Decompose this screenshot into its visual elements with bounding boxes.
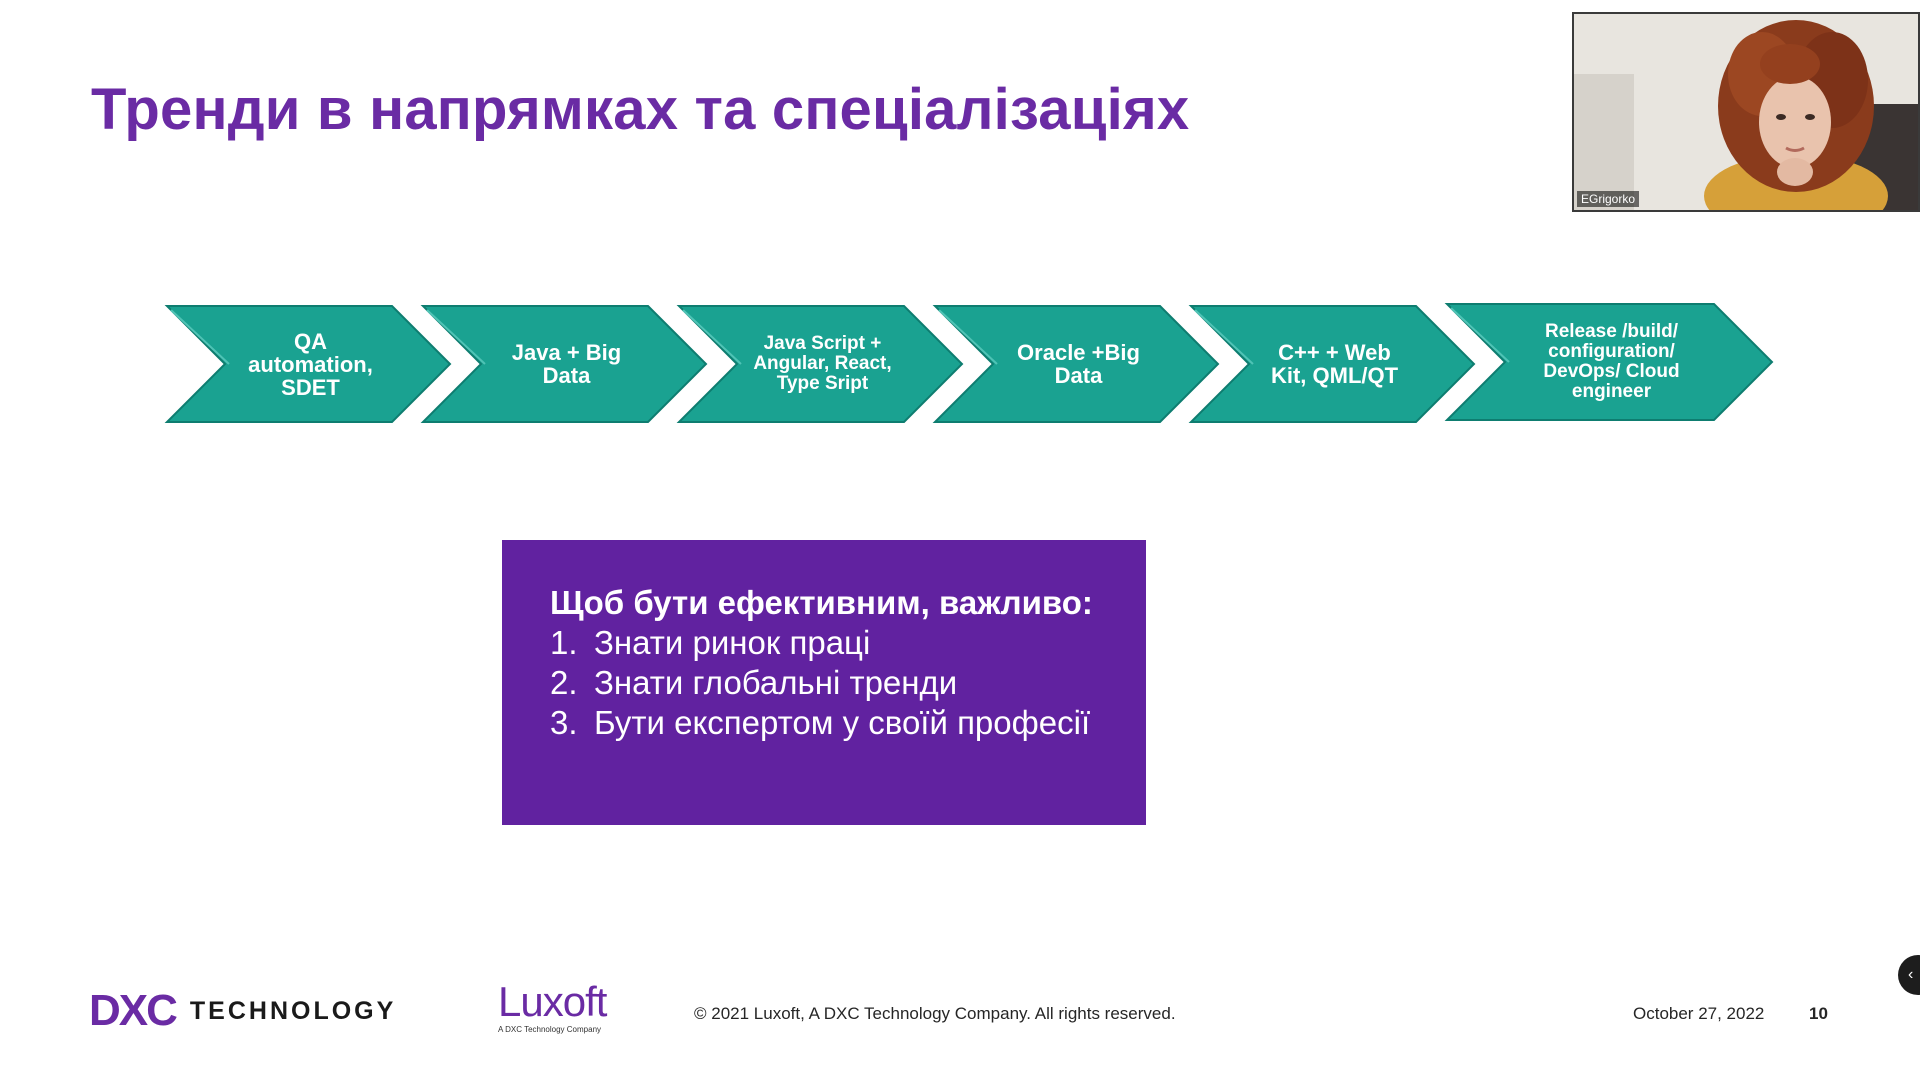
luxoft-wordmark: Luxoft xyxy=(498,978,607,1025)
dxc-technology-logo: DXC TECHNOLOGY xyxy=(89,986,397,1035)
process-step-label: C++ + Web Kit, QML/QT xyxy=(1270,340,1399,388)
participant-video-tile[interactable]: EGrigorko xyxy=(1572,12,1920,212)
process-step-label: QA automation, SDET xyxy=(248,328,373,400)
list-item-number: 2. xyxy=(550,664,578,701)
slide-date: October 27, 2022 xyxy=(1633,1004,1765,1023)
callout-list: 1. Знати ринок праці 2. Знати глобальні … xyxy=(550,623,1146,743)
callout-heading: Щоб бути ефективним, важливо: xyxy=(550,584,1093,621)
list-item-number: 1. xyxy=(550,624,578,661)
callout-box: Щоб бути ефективним, важливо: 1. Знати р… xyxy=(502,540,1146,825)
process-step-qa: QA automation, SDET xyxy=(164,305,452,423)
chevron-shape xyxy=(420,305,708,423)
process-step-java-big-data: Java + Big Data xyxy=(420,305,708,423)
list-item-text: Знати ринок праці xyxy=(594,624,871,661)
chevron-shape xyxy=(932,305,1220,423)
chevron-left-icon[interactable]: ‹ xyxy=(1898,955,1920,995)
participant-video-frame xyxy=(1574,14,1918,210)
chevron-shape xyxy=(676,305,964,423)
process-step-javascript: Java Script + Angular, React, Type Sript xyxy=(676,305,964,423)
list-item-text: Бути експертом у своїй професії xyxy=(594,704,1091,741)
chevron-shape xyxy=(1444,303,1774,421)
process-step-devops: Release /build/ configuration/ DevOps/ C… xyxy=(1444,303,1774,421)
process-step-label: Java + Big Data xyxy=(511,340,622,388)
process-step-cpp: C++ + Web Kit, QML/QT xyxy=(1188,305,1476,423)
luxoft-tagline: A DXC Technology Company xyxy=(498,1025,602,1034)
dxc-logo-wordmark: TECHNOLOGY xyxy=(189,996,397,1025)
luxoft-logo: Luxoft A DXC Technology Company xyxy=(498,978,623,1035)
process-step-oracle: Oracle +Big Data xyxy=(932,305,1220,423)
chevron-shape xyxy=(1188,305,1476,423)
chevron-shape xyxy=(164,305,452,423)
process-step-label: Release /build/ configuration/ DevOps/ C… xyxy=(1543,321,1680,402)
list-item: 2. Знати глобальні тренди xyxy=(550,663,1146,703)
participant-name-label: EGrigorko xyxy=(1577,191,1640,207)
slide-page-number: 10 xyxy=(1809,1004,1828,1023)
slide-title: Тренди в напрямках та спеціалізаціях xyxy=(91,77,1190,142)
process-step-label: Java Script + Angular, React, Type Sript xyxy=(753,333,892,394)
list-item-number: 3. xyxy=(550,704,578,741)
list-item: 1. Знати ринок праці xyxy=(550,623,1146,663)
copyright-text: © 2021 Luxoft, A DXC Technology Company.… xyxy=(694,1004,1176,1023)
list-item-text: Знати глобальні тренди xyxy=(594,664,958,701)
list-item: 3. Бути експертом у своїй професії xyxy=(550,703,1146,743)
dxc-logo-mark: DXC xyxy=(89,986,178,1035)
process-step-label: Oracle +Big Data xyxy=(1017,340,1140,388)
